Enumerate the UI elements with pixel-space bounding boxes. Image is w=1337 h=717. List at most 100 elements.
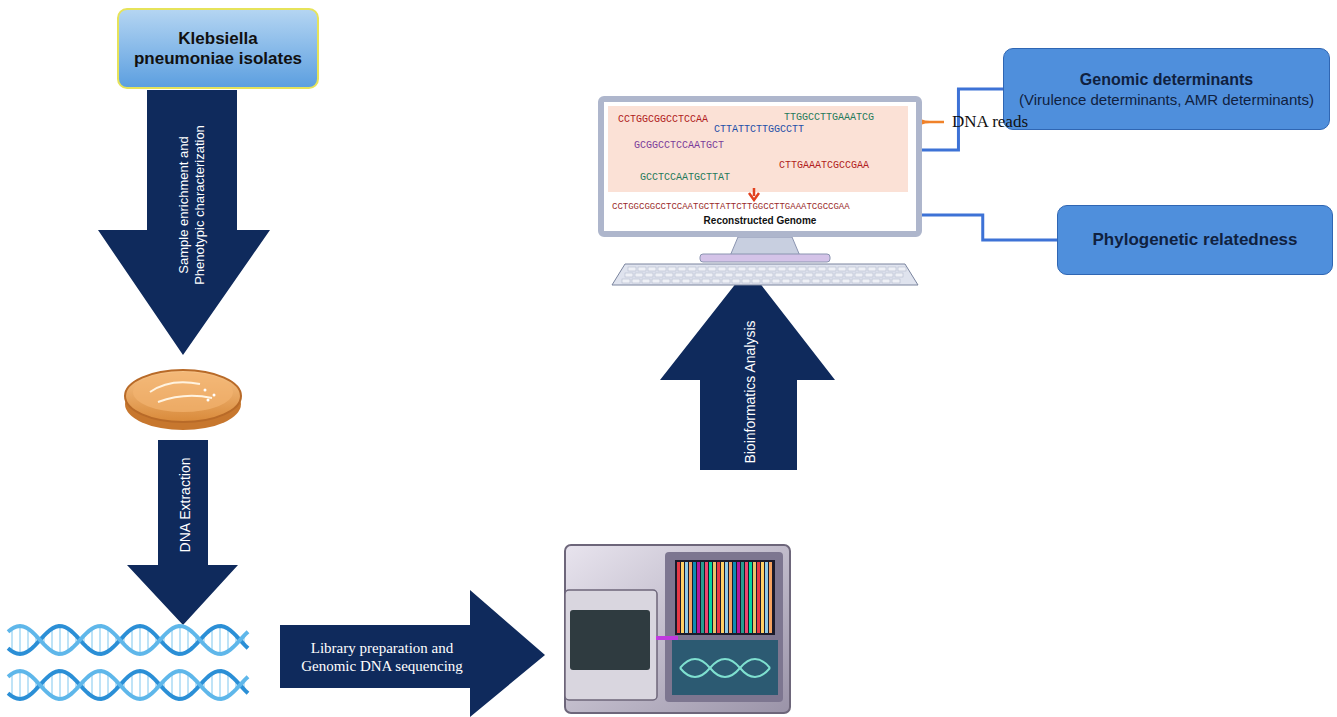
dna-read: GCGGCCTCCAATGCT [634, 140, 724, 151]
key [692, 279, 700, 283]
helix-rung [51, 674, 53, 697]
helix-rung [99, 671, 101, 699]
screen-bar [757, 562, 760, 633]
dna-read: CTTGAAATCGCCGAA [779, 160, 869, 171]
source-box: Klebsiella pneumoniae isolates [117, 8, 319, 89]
key [845, 273, 853, 277]
helix-rung [171, 629, 173, 652]
key [792, 279, 800, 283]
dna-read: GCCTCCAATGCTTAT [640, 172, 730, 183]
key [812, 279, 820, 283]
key [758, 267, 766, 271]
key [715, 273, 723, 277]
screen-bar [725, 562, 728, 633]
key [702, 279, 710, 283]
key [862, 279, 870, 283]
dna-read: CTTATTCTTGGCCTT [714, 124, 804, 135]
key [625, 273, 633, 277]
key [678, 267, 686, 271]
helix-rung [139, 626, 141, 654]
helix-rung [227, 674, 229, 697]
helix-rung [67, 674, 69, 697]
key [638, 267, 646, 271]
dna-read: CCTGGCGGCCTCCAA [618, 114, 708, 125]
screen-bar [689, 562, 692, 633]
petri-dish [125, 370, 241, 430]
box-title: Phylogenetic relatedness [1092, 230, 1297, 250]
arrow-label: Bioinformatics Analysis [742, 320, 758, 463]
helix-rung [51, 629, 53, 652]
screen-bar [721, 562, 724, 633]
key [722, 279, 730, 283]
key [705, 273, 713, 277]
key [725, 273, 733, 277]
key [815, 273, 823, 277]
screen-bar [737, 562, 740, 633]
helix-rung [19, 626, 21, 654]
key [662, 279, 670, 283]
key [685, 273, 693, 277]
key [628, 267, 636, 271]
arrow-stroke [749, 188, 759, 200]
helix-rung [139, 671, 141, 699]
key [882, 279, 890, 283]
screen-bar [733, 562, 736, 633]
screen-bar [681, 562, 684, 633]
key [782, 279, 790, 283]
screen-bar [705, 562, 708, 633]
helix-rung [27, 674, 29, 697]
screen-bar [697, 562, 700, 633]
key [785, 273, 793, 277]
flow-arrow [98, 90, 270, 355]
screen-bar [717, 562, 720, 633]
key [858, 267, 866, 271]
screen-bar [749, 562, 752, 633]
key [648, 267, 656, 271]
key [752, 279, 760, 283]
helix-rung [179, 671, 181, 699]
key [795, 273, 803, 277]
key [768, 267, 776, 271]
key [665, 273, 673, 277]
dna-helix [8, 626, 248, 699]
key [732, 279, 740, 283]
key [762, 279, 770, 283]
helix-rung [19, 671, 21, 699]
key [838, 267, 846, 271]
helix-rung [131, 674, 133, 697]
key [832, 279, 840, 283]
key [738, 267, 746, 271]
screen-bar [693, 562, 696, 633]
key [808, 267, 816, 271]
key [775, 273, 783, 277]
key [855, 273, 863, 277]
screen-bar [701, 562, 704, 633]
down-arrow-icon [747, 188, 761, 202]
key [842, 279, 850, 283]
box-title: Klebsiella pneumoniae isolates [129, 29, 307, 69]
key [865, 273, 873, 277]
helix-rung [131, 629, 133, 652]
computer-base [612, 237, 918, 285]
helix-strand [8, 671, 248, 699]
key [765, 273, 773, 277]
helix-rung [99, 626, 101, 654]
helix-strand [8, 626, 248, 654]
sequencer-machine [565, 545, 790, 713]
flow-arrow [127, 440, 238, 625]
genome-sequence: CCTGGCGGCCTCCAATGCTTATTCTTGGCCTTGAAATCGC… [612, 202, 850, 212]
key [645, 273, 653, 277]
key [745, 273, 753, 277]
key [742, 279, 750, 283]
screen-bar [765, 562, 768, 633]
helix-rung [227, 629, 229, 652]
screen-bar [677, 562, 680, 633]
key [835, 273, 843, 277]
key [818, 267, 826, 271]
key [885, 273, 893, 277]
helix-rung [211, 674, 213, 697]
key [895, 273, 903, 277]
key [695, 273, 703, 277]
key [805, 273, 813, 277]
